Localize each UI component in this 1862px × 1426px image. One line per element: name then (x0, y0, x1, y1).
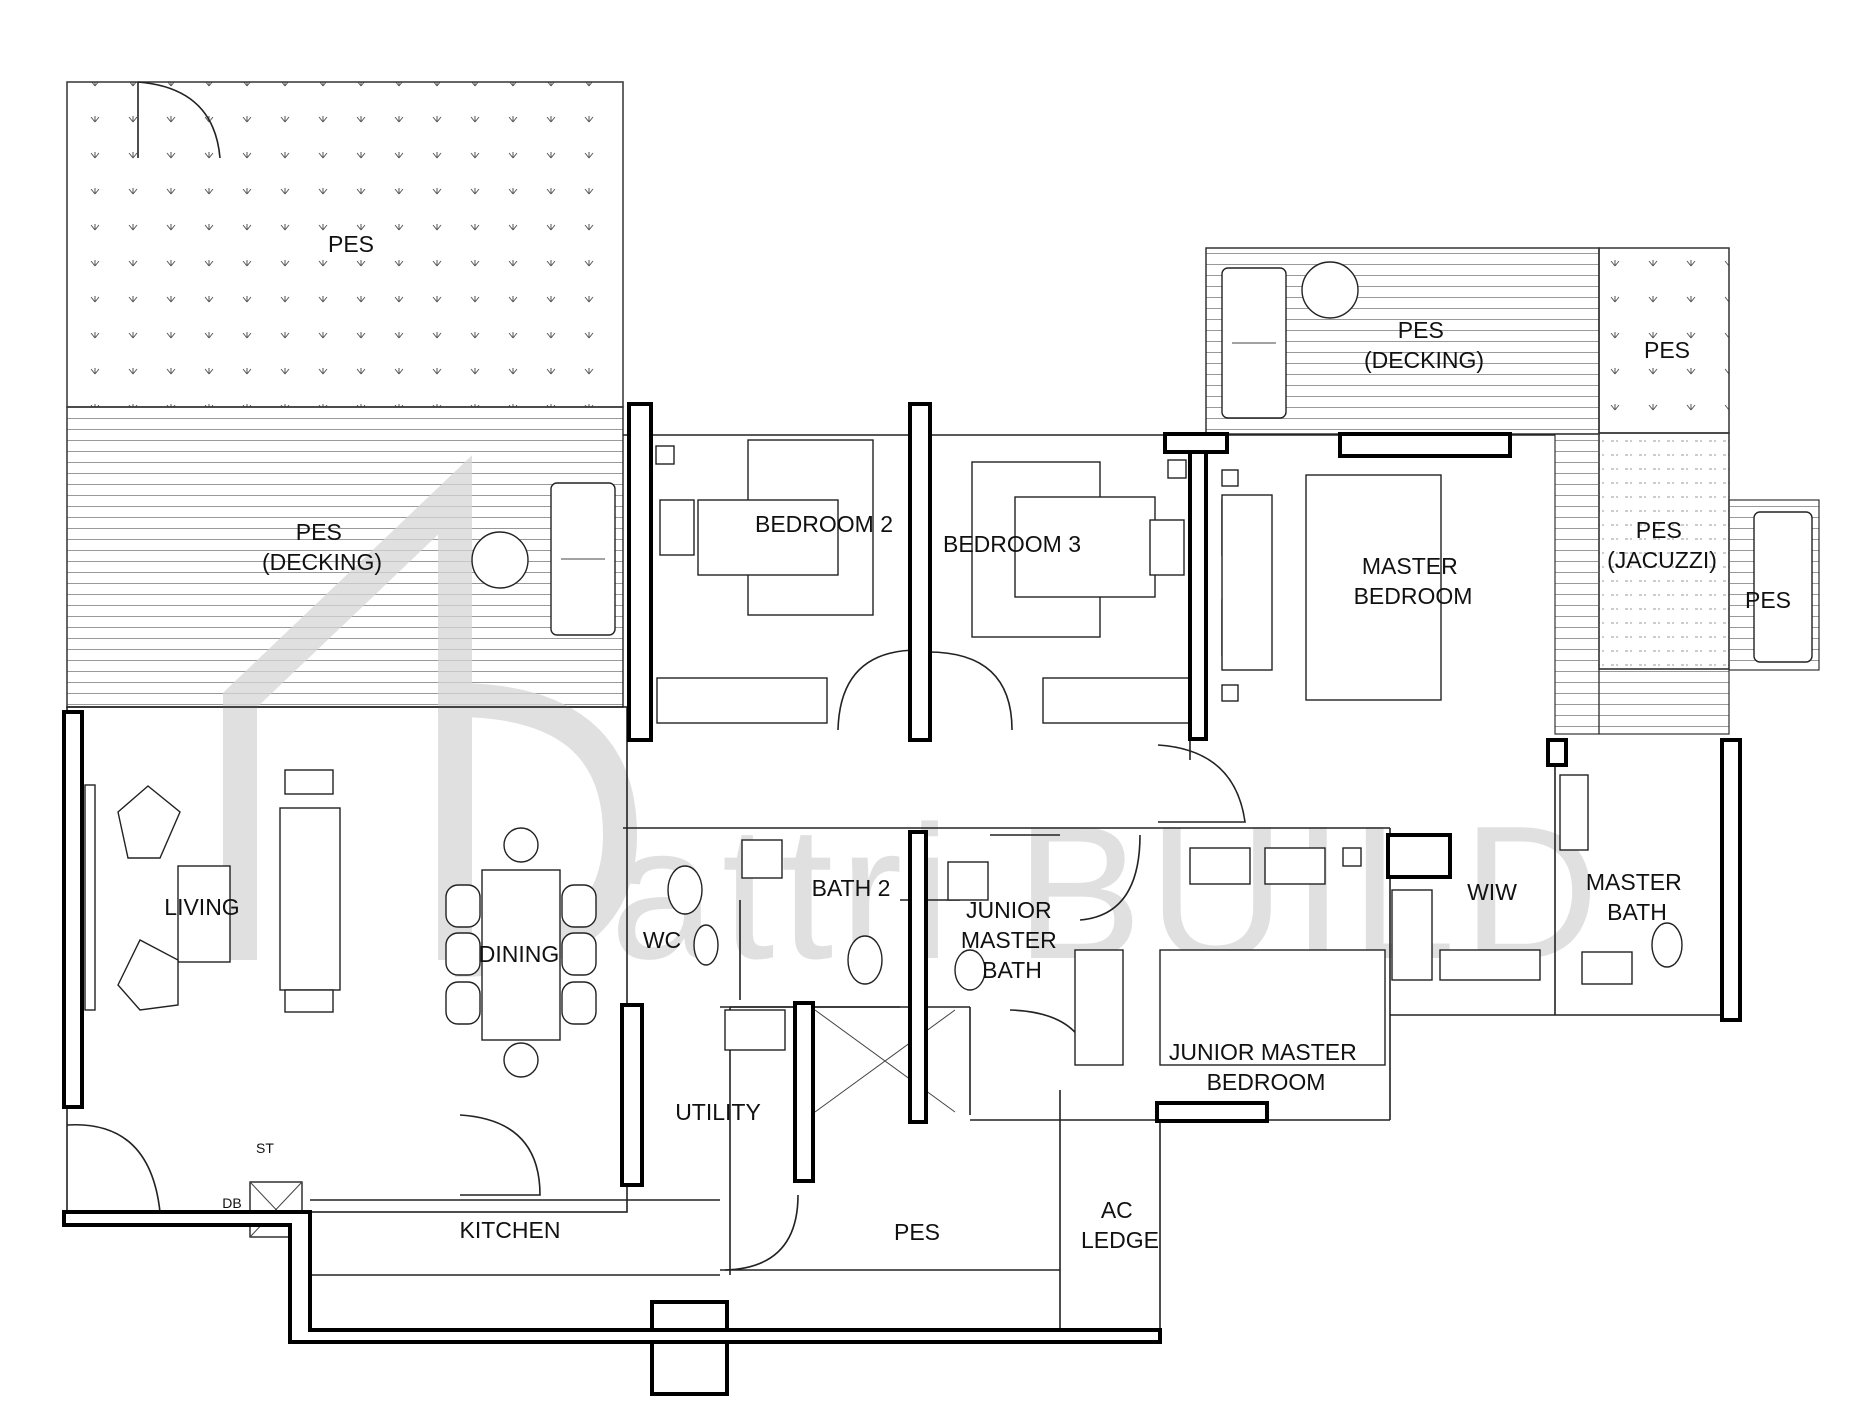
pes-right-strip-area (1554, 433, 1600, 735)
master-bedroom-label: MASTER BEDROOM (1354, 553, 1473, 609)
dining-label: DINING (479, 941, 560, 967)
master-bath-line1: MASTER (1586, 869, 1682, 895)
bedroom3-label: BEDROOM 3 (943, 531, 1081, 557)
master-bedroom-line2: BEDROOM (1354, 583, 1473, 609)
ac-ledge-line2: LEDGE (1081, 1227, 1159, 1253)
pes-side-label: PES (1745, 587, 1791, 613)
pes-jacuzzi-line2: (JACUZZI) (1607, 547, 1717, 573)
outdoor-areas (66, 81, 1820, 735)
wiw-label: WIW (1467, 879, 1517, 905)
junior-master-bedroom-line2: BEDROOM (1207, 1069, 1326, 1095)
garden-gate (137, 81, 221, 159)
pes-decking-left-line1: PES (296, 519, 342, 545)
pes-jacuzzi-area (1598, 432, 1730, 670)
room-labels: PES PES (DECKING) PES (DECKING) PES PES … (164, 231, 1791, 1253)
pes-decking-left-line2: (DECKING) (262, 549, 382, 575)
thick-walls (62, 402, 1742, 1396)
pes-jacuzzi-line1: PES (1636, 517, 1682, 543)
bath2-label: BATH 2 (812, 875, 891, 901)
pes-garden-label: PES (328, 231, 374, 257)
pes-top-right-label: PES (1644, 337, 1690, 363)
pes-garden-area (66, 81, 624, 408)
pes-decking-right-label: PES (DECKING) (1364, 317, 1484, 373)
bedroom2-label: BEDROOM 2 (755, 511, 893, 537)
pes-jacuzzi-label: PES (JACUZZI) (1607, 517, 1717, 573)
pes-bottom-label: PES (894, 1219, 940, 1245)
junior-master-bedroom-line1: JUNIOR MASTER (1169, 1039, 1357, 1065)
junior-master-bath-line3: BATH (982, 957, 1042, 983)
junior-master-bath-line2: MASTER (961, 927, 1057, 953)
pes-decking-right-line2: (DECKING) (1364, 347, 1484, 373)
junior-master-bedroom-label: JUNIOR MASTER BEDROOM (1169, 1039, 1363, 1095)
st-label: ST (256, 1140, 274, 1156)
utility-label: UTILITY (675, 1099, 761, 1125)
interior-lines (66, 434, 1730, 1330)
wc-label: WC (643, 927, 681, 953)
junior-master-bath-label: JUNIOR MASTER BATH (961, 897, 1063, 983)
living-label: LIVING (164, 894, 239, 920)
junior-master-bath-line1: JUNIOR (966, 897, 1052, 923)
pes-decking-left-label: PES (DECKING) (262, 519, 382, 575)
pes-jacuzzi-deck-area (1598, 668, 1730, 735)
ac-ledge-label: AC LEDGE (1081, 1197, 1159, 1253)
door-swings (66, 649, 1246, 1271)
ac-ledge-line1: AC (1101, 1197, 1133, 1223)
pes-top-right-area (1598, 247, 1730, 434)
master-bedroom-line1: MASTER (1362, 553, 1458, 579)
watermark-logo: attri BUILD (223, 455, 1599, 999)
pes-decking-left-area (66, 406, 624, 708)
master-bath-line2: BATH (1607, 899, 1667, 925)
kitchen-label: KITCHEN (460, 1217, 561, 1243)
pes-decking-right-line1: PES (1398, 317, 1444, 343)
db-label: DB (222, 1195, 241, 1211)
master-bath-label: MASTER BATH (1586, 869, 1688, 925)
